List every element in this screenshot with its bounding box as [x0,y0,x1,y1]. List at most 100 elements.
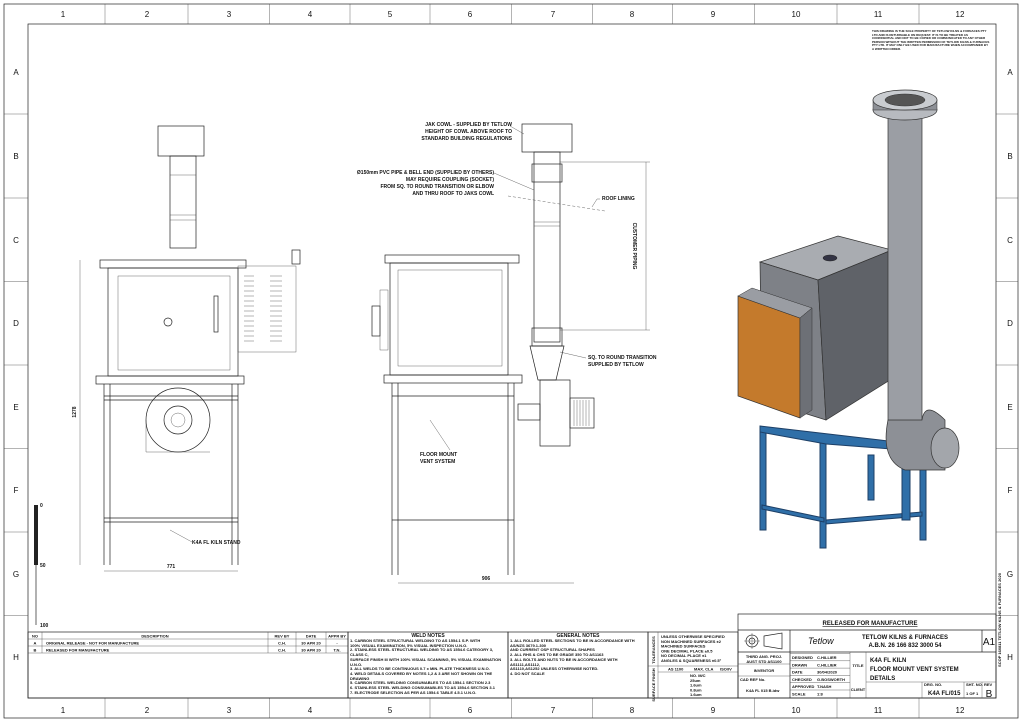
zone-col-top: 5 [388,10,393,19]
zone-col-bottom: 9 [711,706,716,715]
zone-row-left: H [13,653,19,662]
zone-row-right: A [1007,68,1013,77]
finish-value: 1.6um [690,683,702,688]
zone-col-top: 6 [468,10,473,19]
finish-header: ISO/IV [720,667,732,672]
finish-value: 0.8um [690,687,702,692]
zone-row-left: C [13,236,19,245]
zone-col-bottom: 7 [551,706,556,715]
transition-label-2: SUPPLIED BY TETLOW [588,362,644,368]
field-label: APPROVED [792,684,815,689]
sheet-size: A1 [983,637,996,648]
zone-col-top: 8 [630,10,635,19]
weld-note: 4. WELD DETAILS COVERED BY NOTES 1,2 & 3… [350,670,493,681]
field-value: T.NASH [817,684,832,689]
scale-0: 0 [40,503,43,509]
height-dimension: 1278 [72,406,78,417]
dwg-no: K4A FL/015 [928,691,961,697]
weld-notes-title: WELD NOTES [411,633,445,639]
finish-value: 1.6um [690,692,702,697]
chimney-pipe [887,109,923,441]
general-note: 4. DO NOT SCALE [510,670,545,676]
zone-col-top: 3 [227,10,232,19]
pvc-pipe-label-1: Ø150mm PVC PIPE & BELL END (SUPPLIED BY … [357,170,494,176]
zone-col-bottom: 3 [227,706,232,715]
customer-piping-label: CUSTOMER PIPING [631,223,637,270]
projection-2: AUST STD AS1100 [746,659,782,664]
revision-header: REV BY [275,634,290,639]
pvc-pipe-label-3: FROM SQ. TO ROUND TRANSITION OR ELBOW [380,184,494,190]
vent-system-label-1: FLOOR MOUNT [420,452,457,458]
jak-cowl-label-2: HEIGHT OF COWL ABOVE ROOF TO [425,129,512,135]
zone-col-top: 7 [551,10,556,19]
zone-col-top: 11 [874,10,883,19]
side-view: 906 CUSTOMER PIPING JAK COWL - SUPPLIED … [357,122,657,584]
finish-value: NO. M/C [690,673,706,678]
tolerances-block: TOLERANCES SURFACE FINISH UNLESS OTHERWI… [647,631,739,702]
zone-col-bottom: 2 [145,706,150,715]
tolerance-line: MACHINED SURFACES [661,644,706,649]
zone-row-left: F [14,486,19,495]
finish-header: MAX. CLA [694,667,713,672]
zone-col-bottom: 6 [468,706,473,715]
zone-col-bottom: 10 [792,706,801,715]
field-value: 30/04/2020 [817,670,838,675]
tolerance-line: ANGLES & SQUARENESS ±0.5° [661,658,722,663]
revision-header: DATE [306,634,317,639]
field-label: DATE [792,670,803,675]
rev-label: REV [984,682,993,687]
zone-col-top: 12 [956,10,965,19]
sheet-label: SHT. NO. [966,682,983,687]
zone-row-left: E [13,403,18,412]
pvc-pipe-label-2: MAY REQUIRE COUPLING (SOCKET) [406,177,494,183]
tetlow-logo: Tetlow [808,636,834,646]
general-notes-list: 1. ALL ROLLED STEEL SECTIONS TO BE IN AC… [510,639,646,677]
field-value: G.BOSWORTH [817,677,845,682]
revision-cell: 30 APR 20 [301,648,321,653]
revision-cell: 30 APR 20 [301,641,321,646]
transition-label-1: SQ. TO ROUND TRANSITION [588,355,657,361]
zone-row-right: F [1008,486,1013,495]
revision-header: APPR BY [328,634,346,639]
tolerances-label: TOLERANCES [651,636,656,664]
sheet-number: 1 OF 1 [966,691,979,696]
general-note: 1. ALL ROLLED STEEL SECTIONS TO BE IN AC… [510,639,635,648]
general-note: AND CURRENT OSP STRUCTURAL SHAPES [510,647,595,653]
surface-finish-label: SURFACE FINISH [651,668,656,701]
side-width-dimension: 906 [482,576,491,582]
side-strip: SCOP 160811 TETLOW KILNS & FURNACES 2020 [997,572,1002,667]
jak-cowl-label-1: JAK COWL - SUPPLIED BY TETLOW [425,122,512,128]
revision-cell: ORIGINAL RELEASE - NOT FOR MANUFACTURE [46,641,139,646]
projection-symbol [744,632,783,650]
revision-header: DESCRIPTION [141,634,168,639]
zone-row-right: D [1007,319,1013,328]
revision-header: NO [32,634,38,639]
zone-col-top: 9 [711,10,716,19]
general-note: AS1110,AS1252 UNLESS OTHERWISE NOTED. [510,666,599,672]
zone-col-bottom: 8 [630,706,635,715]
general-note: 2. ALL RHS & CHS TO BE GRADE 350 TO AS11… [510,652,604,658]
general-note: 3. ALL BOLTS AND NUTS TO BE IN ACCORDANC… [510,656,618,667]
jak-cowl [521,123,573,153]
release-status: RELEASED FOR MANUFACTURE [822,621,917,627]
tolerance-line: NO DECIMAL PLACE ±1 [661,653,707,658]
weld-note: 7. ELECTRODE SELECTION AS PER AS 1554.6 … [350,689,477,695]
dwg-no-label: DRG. NO. [924,682,942,687]
field-label: DRAWN [792,662,807,667]
zone-row-right: C [1007,236,1013,245]
scale-50: 50 [40,563,46,569]
weld-note: SURFACE FINISH III WITH 100% VISUAL SCAN… [350,656,502,667]
revision-cell: B [34,648,37,653]
client-label: CLIENT [851,687,866,692]
kiln-body-side [817,249,893,421]
weld-note: 2. STAINLESS STEEL STRUCTURAL WELDING TO… [350,647,494,658]
front-view: 1278 771 K4A FL KILN STAND [72,125,301,572]
revision-cell: RELEASED FOR MANUFACTURE [46,648,110,653]
projection-1: THIRD ANG. PROJ. [746,654,782,659]
title-line-1: K4A FL KILN [870,658,906,664]
zone-row-right: B [1007,152,1012,161]
revision-cell: C.H. [278,641,286,646]
zone-col-top: 4 [308,10,313,19]
